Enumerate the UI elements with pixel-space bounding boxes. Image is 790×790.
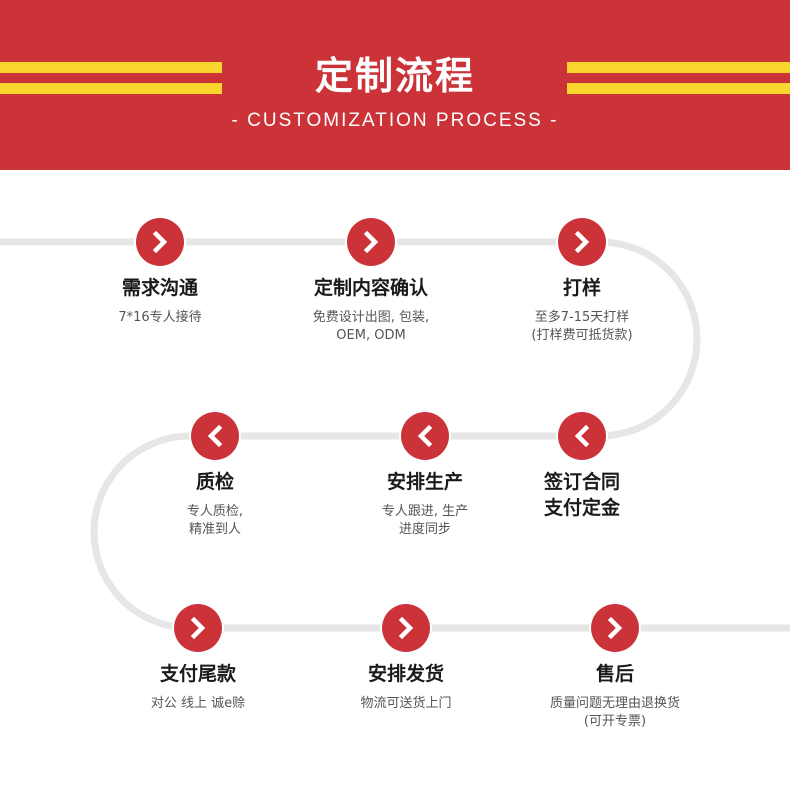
step-desc-5-2: 进度同步	[398, 522, 451, 537]
right-stripe-top	[567, 62, 790, 73]
step-desc-2-2: OEM, ODM	[336, 328, 406, 343]
step-node-1	[136, 218, 184, 266]
page-title: 定制流程	[314, 54, 475, 98]
chevron-right-icon	[363, 231, 379, 253]
step-node-7	[174, 604, 222, 652]
step-node-4	[558, 412, 606, 460]
chevron-left-icon	[207, 425, 223, 447]
left-stripe-bottom	[0, 83, 222, 94]
step-desc-1-1: 7*16专人接待	[118, 310, 202, 325]
step-desc-6-1: 专人质检,	[186, 504, 244, 519]
step-desc-3-2: (打样费可抵货款)	[531, 328, 633, 343]
step-label-5: 安排生产	[386, 471, 463, 493]
step-desc-5-1: 专人跟进, 生产	[381, 504, 469, 519]
step-label-7: 支付尾款	[159, 663, 236, 685]
step-label-8: 安排发货	[367, 663, 444, 685]
chevron-right-icon	[190, 617, 206, 639]
step-label-9: 售后	[595, 663, 634, 685]
step-desc-8-1: 物流可送货上门	[360, 696, 452, 711]
chevron-right-icon	[152, 231, 168, 253]
step-label-3: 打样	[562, 277, 601, 299]
step-node-3	[558, 218, 606, 266]
chevron-left-icon	[417, 425, 433, 447]
step-label-line: 签订合同	[543, 471, 620, 493]
step-node-2	[347, 218, 395, 266]
step-label-6: 质检	[195, 471, 234, 493]
step-desc-9-2: (可开专票)	[583, 714, 647, 729]
step-desc-7-1: 对公 线上 诚e赊	[150, 696, 246, 711]
header-banner: 定制流程 - CUSTOMIZATION PROCESS -	[0, 0, 790, 170]
right-stripe-bottom	[567, 83, 790, 94]
step-label-2: 定制内容确认	[313, 277, 428, 299]
step-desc-9-1: 质量问题无理由退换货	[549, 696, 680, 711]
left-stripe-top	[0, 62, 222, 73]
step-label-1: 需求沟通	[121, 277, 198, 299]
chevron-left-icon	[574, 425, 590, 447]
step-node-5	[401, 412, 449, 460]
step-label-4: 签订合同支付定金	[522, 469, 642, 521]
step-label-line: 支付定金	[543, 497, 620, 519]
chevron-right-icon	[398, 617, 414, 639]
chevron-right-icon	[574, 231, 590, 253]
step-desc-6-2: 精准到人	[188, 522, 241, 537]
step-node-6	[191, 412, 239, 460]
step-desc-3-1: 至多7-15天打样	[534, 310, 630, 325]
chevron-right-icon	[607, 617, 623, 639]
step-node-8	[382, 604, 430, 652]
step-node-9	[591, 604, 639, 652]
page-subtitle: - CUSTOMIZATION PROCESS -	[231, 110, 559, 131]
step-desc-2-1: 免费设计出图, 包装,	[312, 310, 430, 325]
